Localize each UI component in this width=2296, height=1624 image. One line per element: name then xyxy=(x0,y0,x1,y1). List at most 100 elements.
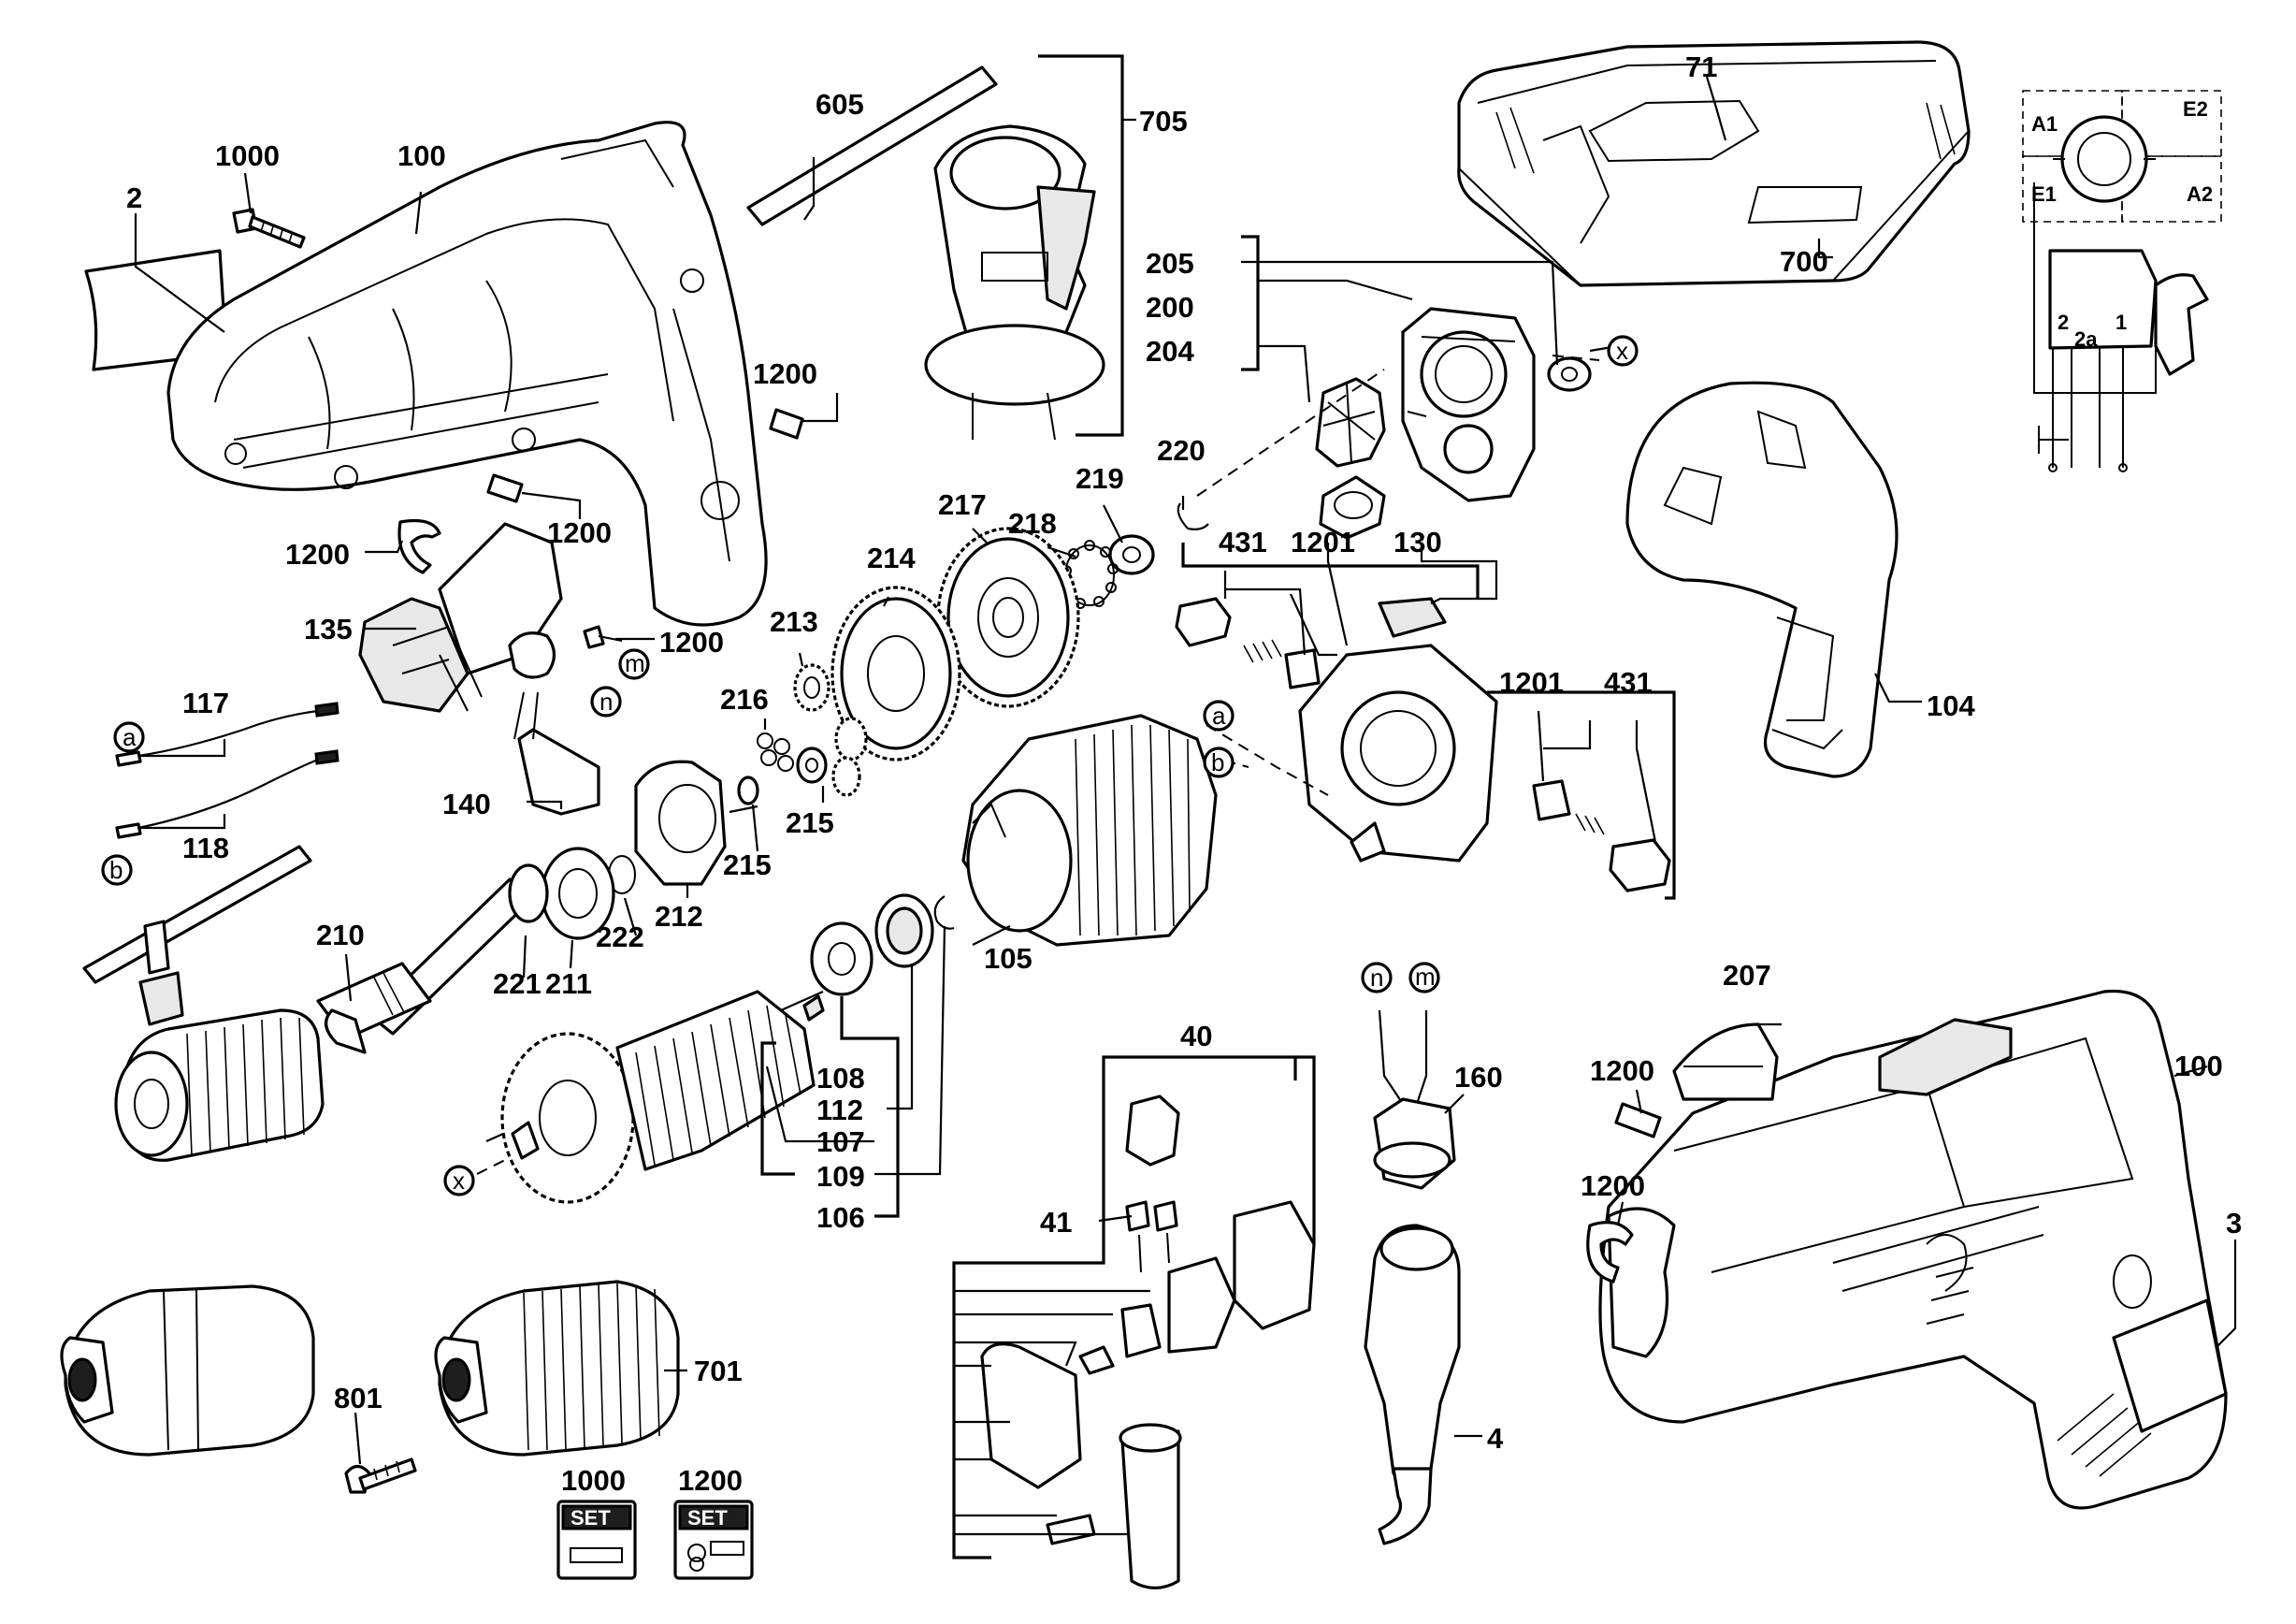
label-213: 213 xyxy=(770,605,818,638)
label-109: 109 xyxy=(816,1160,865,1193)
part-215-washer-a xyxy=(796,747,828,784)
part-1200-screw-m xyxy=(583,625,623,649)
label-3: 3 xyxy=(2226,1207,2242,1240)
label-214: 214 xyxy=(867,542,916,574)
circuit-labels: A1 E2 E1 A2 2 2a 1 xyxy=(2031,97,2213,351)
part-205-ring xyxy=(1547,356,1592,392)
label-160: 160 xyxy=(1454,1061,1503,1094)
part-labels: 2 1000 100 1200 1200 1200 1200 135 117 1… xyxy=(126,51,2242,1497)
circuit-label-e2: E2 xyxy=(2183,97,2208,121)
part-431-brush-cap-a xyxy=(1175,597,1232,647)
label-1200-set: 1200 xyxy=(678,1464,743,1497)
part-keyed-chuck xyxy=(114,1008,325,1162)
label-1200-clip-b: 1200 xyxy=(1581,1169,1645,1202)
label-71: 71 xyxy=(1685,51,1717,83)
label-135: 135 xyxy=(304,613,353,645)
part-207-cover xyxy=(1672,1022,1779,1101)
part-108-bearing xyxy=(810,921,874,996)
part-217-large-gear xyxy=(936,527,1080,708)
part-1201-brush-a xyxy=(1243,639,1321,689)
label-1201-a: 1201 xyxy=(1291,526,1355,558)
part-pinion-b xyxy=(831,717,868,797)
part-215-washer-b xyxy=(737,776,759,805)
leader-lines xyxy=(134,54,2237,1559)
part-135-switch xyxy=(358,522,563,713)
part-112-ring xyxy=(874,893,934,968)
circuit-terminal-2: 2 xyxy=(2058,311,2069,334)
label-605: 605 xyxy=(816,88,864,121)
part-220-circlip xyxy=(1177,502,1209,530)
label-108: 108 xyxy=(816,1062,865,1095)
label-100-assembled: 100 xyxy=(2174,1050,2223,1082)
label-112: 112 xyxy=(816,1094,863,1126)
part-107-armature xyxy=(485,990,825,1204)
part-216-balls xyxy=(757,732,794,772)
part-1200-pin-b xyxy=(486,473,524,503)
label-216: 216 xyxy=(720,683,769,716)
part-140-switch-cover xyxy=(513,691,600,816)
label-1200-clip: 1200 xyxy=(285,538,350,571)
label-1200-pin-b: 1200 xyxy=(547,516,612,549)
label-210: 210 xyxy=(316,919,365,951)
set-box-1200 xyxy=(673,1500,754,1580)
label-215-a: 215 xyxy=(786,806,834,839)
label-1200-screw: 1200 xyxy=(659,626,724,659)
part-701-keyless-chuck xyxy=(434,1280,680,1457)
part-212-gear-housing xyxy=(634,760,758,886)
label-4: 4 xyxy=(1487,1422,1504,1455)
part-160-cord-guard xyxy=(1373,1009,1456,1190)
part-104-handle xyxy=(1625,381,1899,778)
part-200-bearing-plate xyxy=(1401,307,1536,502)
label-107: 107 xyxy=(816,1125,865,1158)
part-700-carry-case xyxy=(1457,40,1971,287)
connector-b-right: b xyxy=(1211,748,1224,776)
label-700: 700 xyxy=(1780,245,1828,278)
label-212: 212 xyxy=(655,900,703,933)
part-211-bearing xyxy=(541,847,615,940)
connector-x-armature: x xyxy=(453,1167,465,1195)
part-605-depth-rod xyxy=(746,65,998,226)
set-text-1000: SET xyxy=(570,1506,611,1530)
part-4-power-cord xyxy=(1364,1224,1461,1545)
part-41-terminal xyxy=(1125,1095,1180,1273)
connector-markers xyxy=(101,335,1639,1196)
circuit-terminal-2a: 2a xyxy=(2074,327,2098,351)
part-705-side-handle xyxy=(924,124,1105,441)
label-221: 221 xyxy=(493,967,542,1000)
label-2: 2 xyxy=(126,181,142,214)
connector-letters: a b a b m n n m x x xyxy=(109,337,1628,1195)
label-431-b: 431 xyxy=(1604,666,1653,699)
label-140: 140 xyxy=(442,788,491,820)
label-431-a: 431 xyxy=(1219,526,1267,558)
label-104: 104 xyxy=(1927,689,1975,722)
connector-n-cord: n xyxy=(1370,964,1383,992)
label-40: 40 xyxy=(1180,1020,1212,1052)
connector-a-right: a xyxy=(1212,702,1226,730)
set-labels: SET SET xyxy=(570,1506,728,1530)
label-204: 204 xyxy=(1146,335,1194,368)
part-213-pinion xyxy=(793,663,830,712)
connector-n-switch: n xyxy=(599,688,613,716)
part-210-chuck-adapter xyxy=(316,962,432,1054)
connector-m-cord: m xyxy=(1415,963,1436,991)
part-3-label-sheet xyxy=(2112,1298,2228,1433)
part-assembled-drill xyxy=(1598,989,2228,1510)
circuit-label-e1: E1 xyxy=(2031,182,2057,206)
circuit-label-a2: A2 xyxy=(2187,182,2213,206)
label-1000: 1000 xyxy=(215,139,280,172)
label-118: 118 xyxy=(182,832,229,864)
label-1201-b: 1201 xyxy=(1499,666,1564,699)
part-204-bevel-gear xyxy=(1315,377,1386,468)
label-218: 218 xyxy=(1008,507,1057,540)
label-1200-pin: 1200 xyxy=(753,357,817,390)
part-105-stator xyxy=(961,714,1218,947)
label-220: 220 xyxy=(1157,434,1206,467)
label-41: 41 xyxy=(1040,1206,1072,1239)
part-109-clip xyxy=(933,895,955,930)
label-1200-pin-c: 1200 xyxy=(1590,1054,1654,1087)
part-1000-screw xyxy=(232,208,306,249)
label-130: 130 xyxy=(1393,526,1442,558)
label-705: 705 xyxy=(1139,105,1188,138)
label-701: 701 xyxy=(694,1355,743,1387)
